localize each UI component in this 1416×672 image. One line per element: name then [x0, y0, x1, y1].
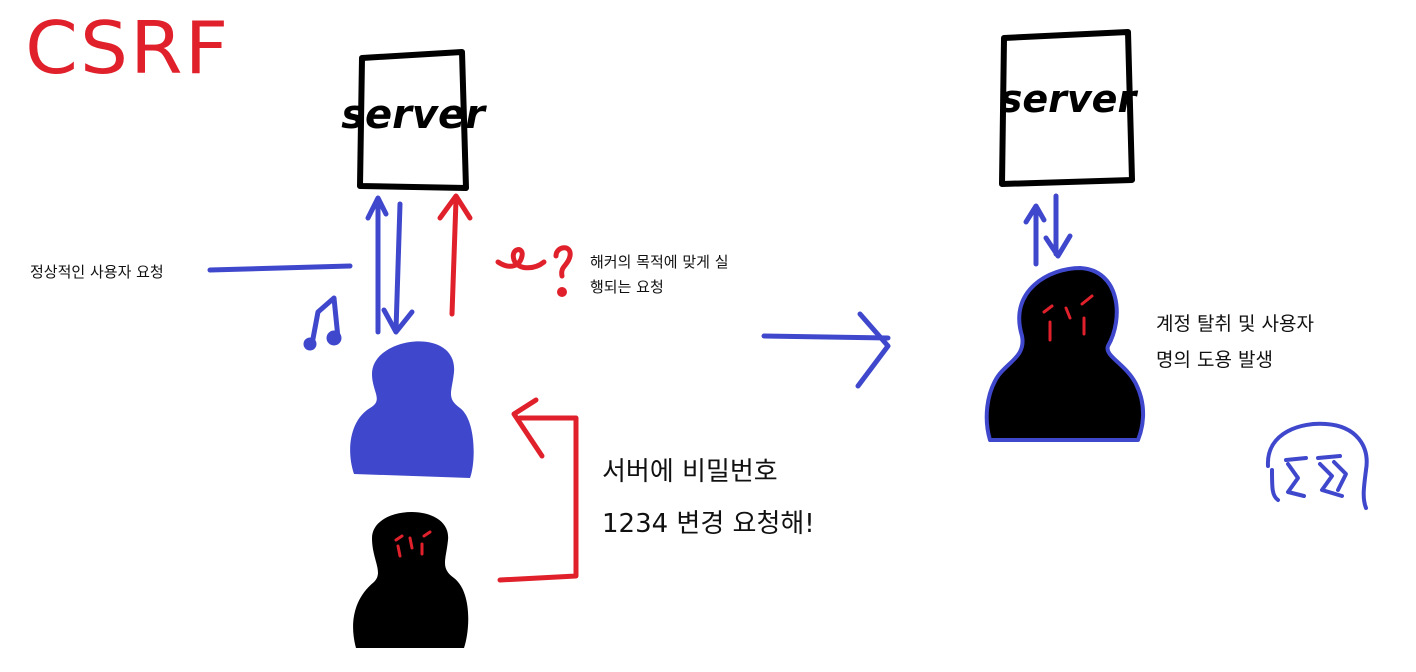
blue-arrow-up-right	[1023, 203, 1047, 267]
hacker-request-line-2: 행되는 요청	[590, 278, 664, 296]
blue-arrow-up-left	[365, 195, 389, 335]
red-arrow-up-left	[437, 193, 473, 317]
hacker-request-label: 해커의 목적에 맞게 실 행되는 요청	[590, 250, 729, 300]
big-right-arrow	[761, 311, 891, 389]
hacker-figure-left	[353, 512, 469, 648]
normal-request-pointer	[207, 263, 353, 273]
result-label: 계정 탈취 및 사용자 명의 도용 발생	[1156, 306, 1314, 378]
red-loop-arrow	[497, 397, 579, 583]
result-line-2: 명의 도용 발생	[1156, 349, 1273, 371]
hacker-figure-right	[984, 266, 1145, 442]
hacker-speech-line-2: 1234 변경 요청해!	[602, 509, 815, 539]
normal-request-label: 정상적인 사용자 요청	[30, 263, 164, 281]
left-server-label: server	[341, 92, 487, 138]
blue-arrow-down-right	[1043, 193, 1073, 259]
hacker-speech-line-1: 서버에 비밀번호	[602, 457, 778, 487]
diagram-title: CSRF	[25, 6, 231, 90]
music-note-icon	[303, 295, 342, 351]
blue-arrow-down-left	[381, 201, 415, 335]
left-server: server	[341, 49, 487, 191]
question-squiggle-icon	[495, 245, 573, 297]
crying-face-icon	[1265, 421, 1369, 510]
result-line-1: 계정 탈취 및 사용자	[1156, 313, 1314, 335]
blue-user-figure	[350, 341, 474, 478]
hacker-request-line-1: 해커의 목적에 맞게 실	[590, 253, 729, 271]
right-server: server	[999, 29, 1139, 187]
right-server-label: server	[1000, 77, 1139, 121]
hacker-speech-label: 서버에 비밀번호 1234 변경 요청해!	[602, 446, 815, 550]
